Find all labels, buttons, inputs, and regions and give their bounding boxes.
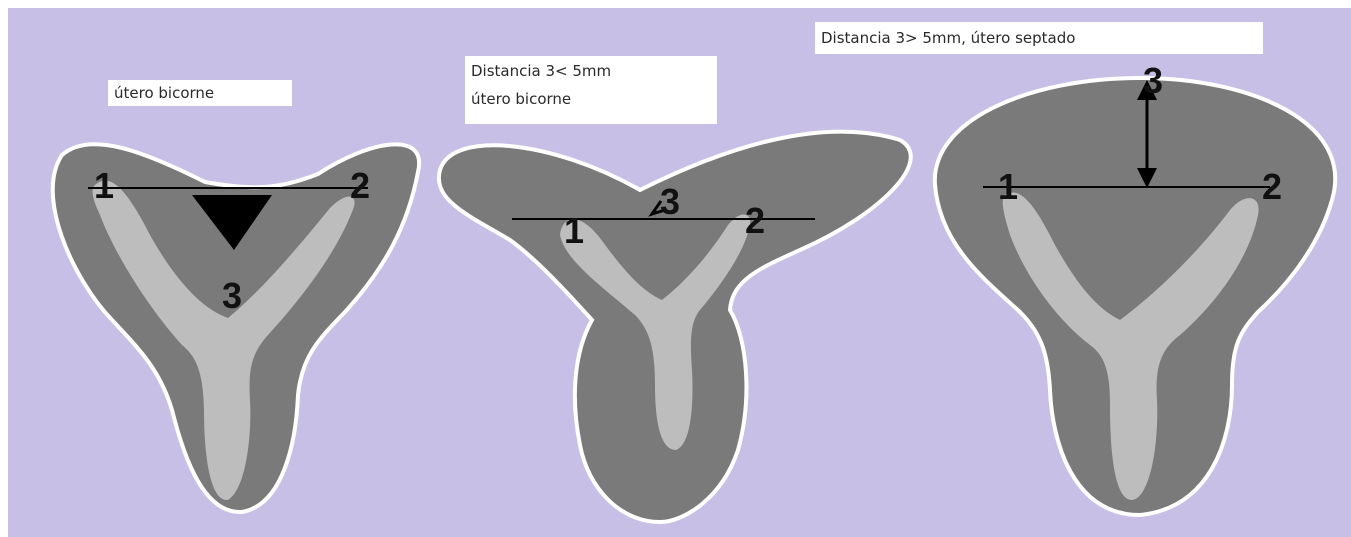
panel-2-number-1: 1	[564, 210, 584, 251]
panel-3-number-2: 2	[1262, 166, 1282, 207]
panel-1-number-2: 2	[350, 165, 370, 206]
panel-1-number-1: 1	[94, 165, 114, 206]
panel-3-number-3: 3	[1143, 60, 1163, 101]
panel-3-label: Distancia 3> 5mm, útero septado	[815, 22, 1263, 54]
panel-3-number-1: 1	[998, 166, 1018, 207]
panel-2-number-2: 2	[745, 200, 765, 241]
panel-2-label-line-2: útero bicorne	[471, 88, 711, 110]
panel-3-label-line-1: Distancia 3> 5mm, útero septado	[821, 27, 1257, 49]
panel-1-label-line-1: útero bicorne	[114, 82, 286, 104]
panel-1-label: útero bicorne	[108, 80, 292, 106]
panel-2-label-line-1: Distancia 3< 5mm	[471, 60, 711, 82]
panel-1-number-3: 3	[222, 275, 242, 316]
panel-2-number-3: 3	[660, 181, 680, 222]
panel-2-label: Distancia 3< 5mm útero bicorne	[465, 56, 717, 124]
